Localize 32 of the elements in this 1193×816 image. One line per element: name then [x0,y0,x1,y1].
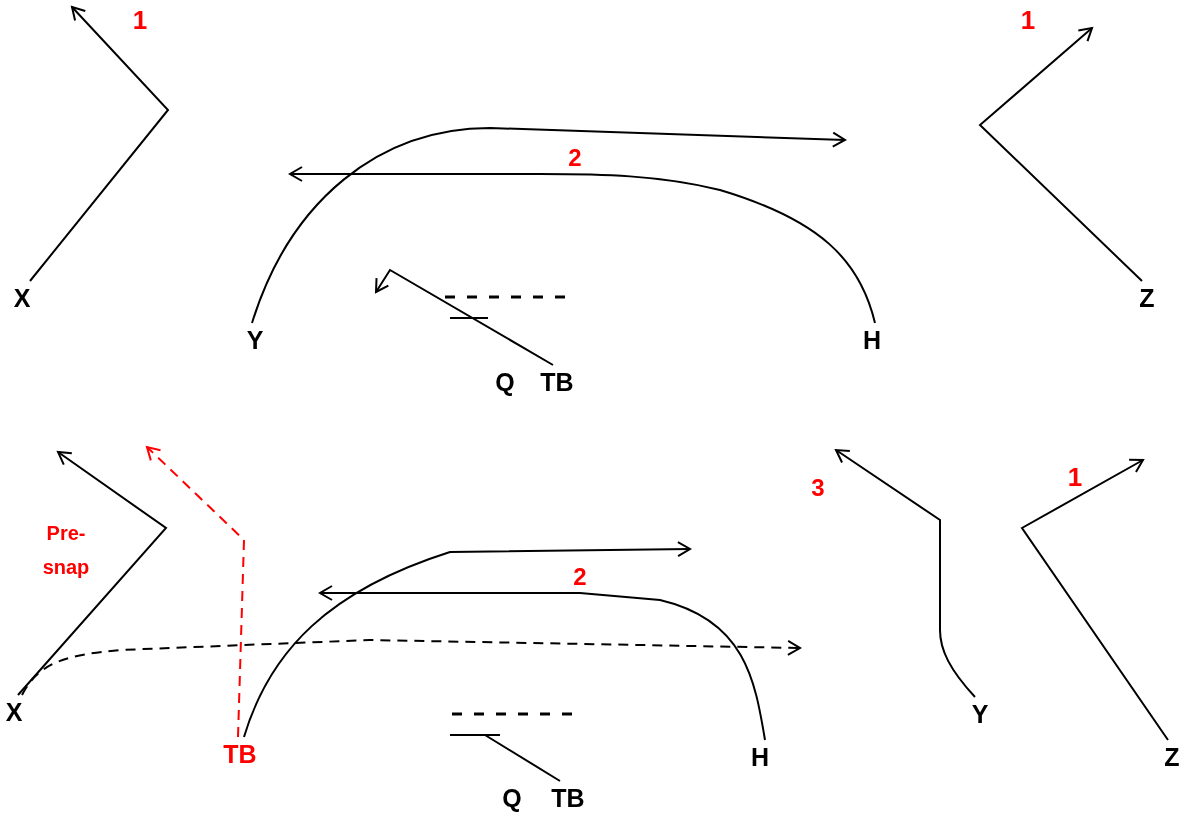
route-arrow [29,6,170,282]
route-number: 1 [132,4,148,36]
player-label: Z [1139,284,1155,312]
route-arrow [243,541,691,738]
route-arrow [1020,458,1169,741]
route-number: 3 [811,474,825,502]
player-label: Y [246,326,264,354]
player-label: H [750,743,770,771]
player-label: X [5,698,23,726]
route-arrow [319,585,766,741]
route-number: 1 [1067,461,1083,493]
player-label: TB [540,368,574,396]
route-arrow [251,127,846,324]
note: Pre-snap [41,521,91,580]
route-number: 2 [568,144,582,172]
player-label: Q [502,784,522,812]
player-label: TB [551,784,585,812]
player-label: Y [971,700,989,728]
player-label: Q [495,368,515,396]
route-arrow [835,449,976,698]
player-label: TB [223,740,257,768]
player-label: X [13,284,31,312]
route-arrow [375,268,554,366]
route-number: 2 [573,563,587,591]
player-label: H [862,326,882,354]
route-arrow [978,27,1143,282]
player-label: Z [1164,743,1180,771]
route-arrow [17,451,168,696]
route-number: 1 [1020,4,1036,36]
route-arrow [21,639,801,696]
route-arrow [289,166,876,324]
route-arrow [146,446,245,738]
